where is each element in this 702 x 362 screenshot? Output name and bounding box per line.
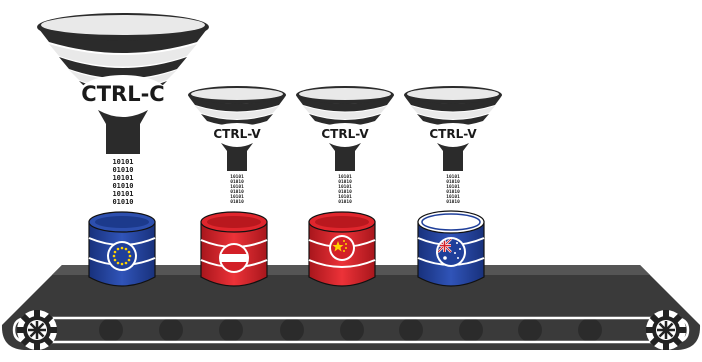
- svg-text:01010: 01010: [230, 199, 244, 205]
- eu-flag-icon: [107, 241, 137, 271]
- gear-icon: [17, 310, 57, 350]
- funnel-label: CTRL-V: [429, 127, 477, 141]
- china-flag-icon: [329, 235, 355, 261]
- svg-text:01010: 01010: [112, 182, 133, 190]
- roller-7: [459, 318, 483, 342]
- funnel-label: CTRL-C: [81, 82, 164, 106]
- binary-stream: 10101 01010 10101 01010 10101 01010: [230, 174, 244, 205]
- funnel-label: CTRL-V: [321, 127, 369, 141]
- database-eu: [89, 212, 155, 286]
- roller-8: [518, 318, 542, 342]
- funnel-ctrl-v-china: CTRL-V 10101 01010 10101 01010 10101 010…: [296, 86, 394, 205]
- roller-9: [578, 318, 602, 342]
- gear-icon: [646, 310, 686, 350]
- funnel-ctrl-c: CTRL-C 10101 01010 10101 01010 10101 010…: [37, 13, 209, 206]
- roller-3: [219, 318, 243, 342]
- binary-stream: 10101 01010 10101 01010 10101 01010: [112, 158, 133, 206]
- svg-text:01010: 01010: [338, 199, 352, 205]
- roller-6: [399, 318, 423, 342]
- svg-text:01010: 01010: [112, 198, 133, 206]
- svg-text:10101: 10101: [112, 174, 133, 182]
- svg-text:01010: 01010: [112, 166, 133, 174]
- australia-flag-icon: [436, 237, 466, 267]
- svg-text:01010: 01010: [446, 199, 460, 205]
- binary-stream: 10101 01010 10101 01010 10101 01010: [338, 174, 352, 205]
- svg-text:10101: 10101: [112, 158, 133, 166]
- roller-4: [280, 318, 304, 342]
- svg-text:10101: 10101: [112, 190, 133, 198]
- database-australia: [418, 211, 484, 286]
- database-austria: [201, 212, 267, 286]
- funnel-ctrl-v-australia: CTRL-V 10101 01010 10101 01010 10101 010…: [404, 86, 502, 205]
- roller-2: [159, 318, 183, 342]
- roller-5: [340, 318, 364, 342]
- austria-flag-icon: [219, 243, 249, 273]
- funnel-ctrl-v-austria: CTRL-V 10101 01010 10101 01010 10101 010…: [188, 86, 286, 205]
- funnel-label: CTRL-V: [213, 127, 261, 141]
- roller-1: [99, 318, 123, 342]
- database-china: [309, 212, 375, 286]
- binary-stream: 10101 01010 10101 01010 10101 01010: [446, 174, 460, 205]
